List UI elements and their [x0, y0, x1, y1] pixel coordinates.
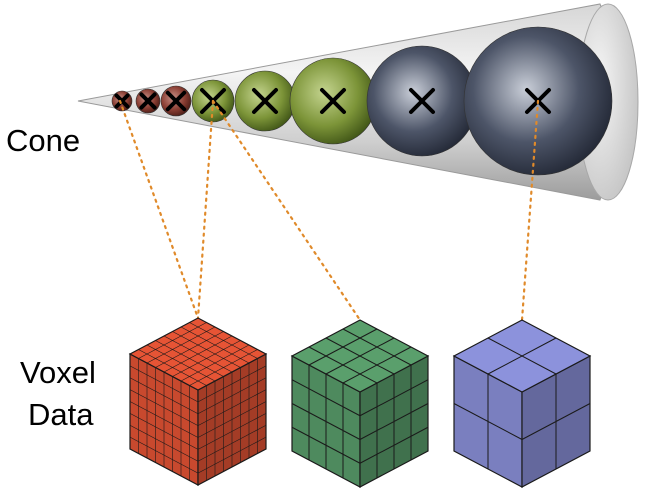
voxel-block-coarse	[452, 319, 592, 488]
sample-center-x-icon: X	[409, 88, 435, 114]
connector-coarse	[520, 99, 540, 322]
voxel-label: Voxel	[20, 355, 96, 390]
sample-sphere: X	[366, 45, 478, 157]
sample-center-x-icon: X	[252, 88, 278, 114]
sample-sphere: X	[289, 57, 377, 145]
sample-center-x-icon: X	[165, 90, 187, 112]
sample-center-x-icon: X	[320, 88, 346, 114]
sample-center-x-icon: X	[114, 93, 130, 109]
sample-center-x-icon: X	[139, 92, 157, 110]
sample-sphere: X	[234, 70, 296, 132]
sample-sphere: X	[111, 90, 133, 112]
connector-fine-right	[196, 99, 215, 320]
sample-sphere: X	[160, 85, 192, 117]
voxel-blocks	[128, 317, 592, 488]
connectors	[118, 99, 540, 322]
connector-fine-left	[118, 99, 200, 320]
sample-sphere: X	[135, 88, 161, 114]
voxel-block-medium	[290, 319, 430, 488]
cone-label: Cone	[6, 123, 81, 158]
voxel-block-fine	[128, 317, 268, 486]
connector-medium	[211, 99, 362, 322]
data-label: Data	[28, 397, 94, 432]
